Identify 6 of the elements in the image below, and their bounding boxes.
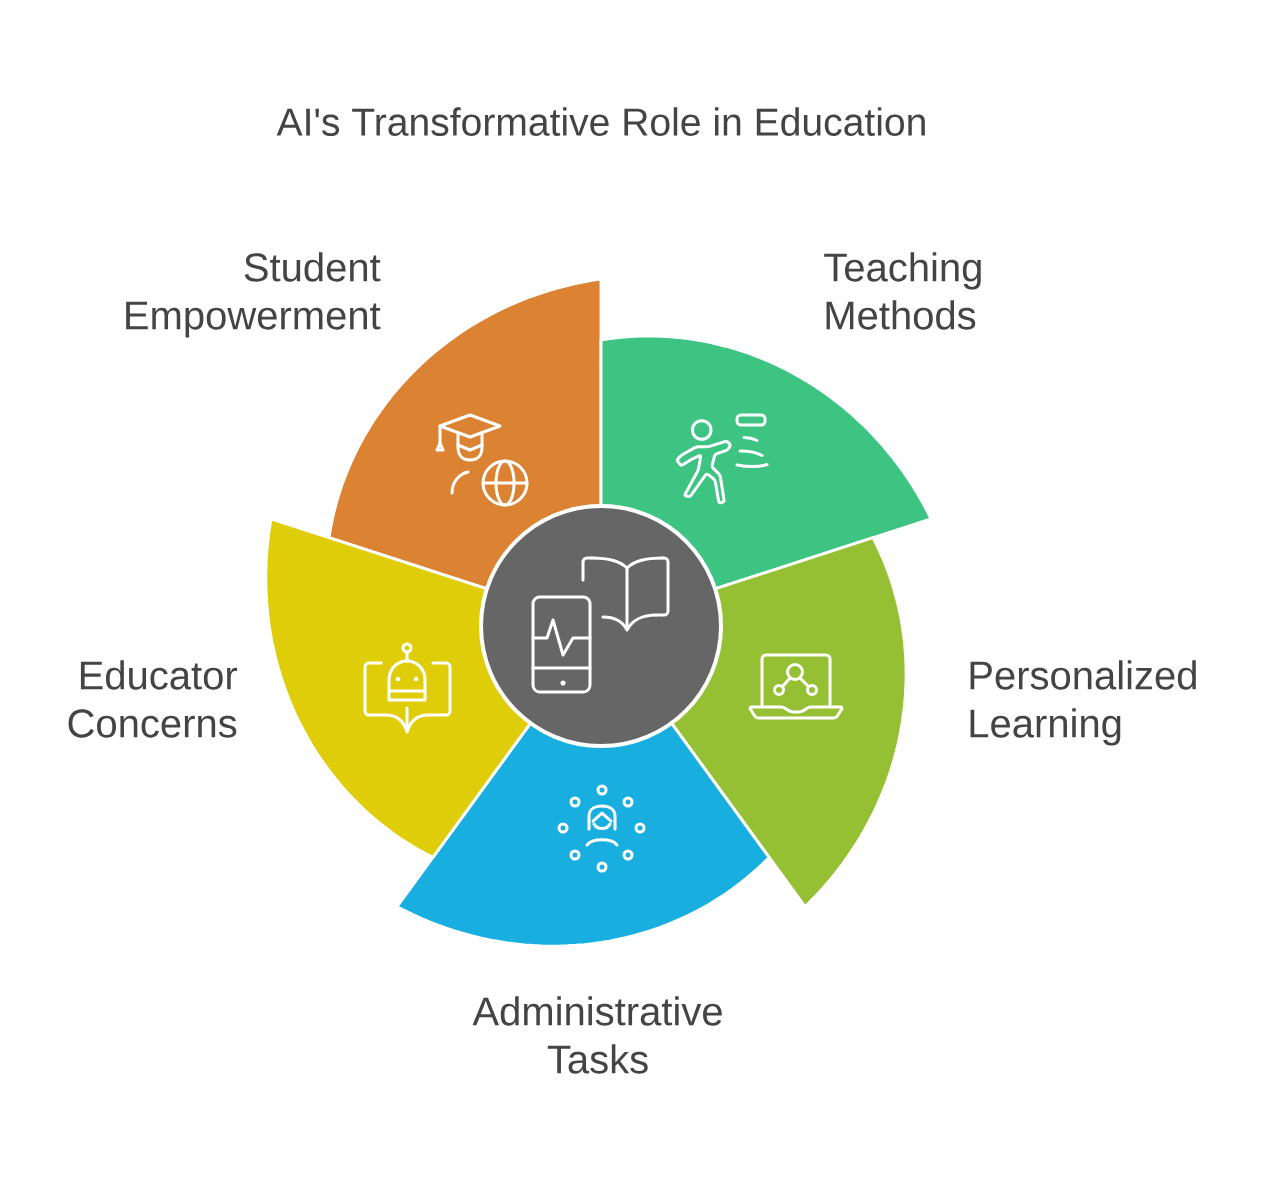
segment-label: Teaching Methods: [824, 252, 981, 330]
segment-label: Administrative Tasks: [472, 996, 722, 1074]
segment-label: Educator Concerns: [68, 660, 238, 738]
title: AI's Transformative Role in Education: [276, 107, 925, 136]
segment-label: Personalized Learning: [970, 660, 1196, 746]
segment-label: Student Empowerment: [126, 252, 381, 338]
